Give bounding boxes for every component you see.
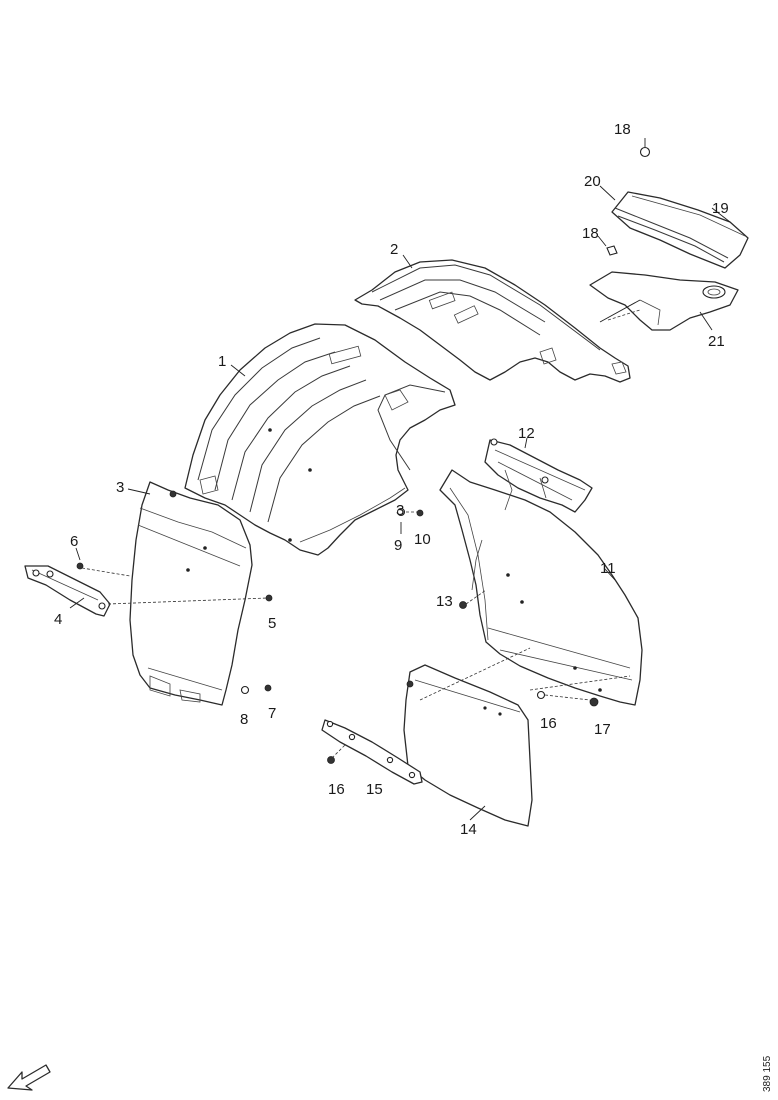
assembly-lines (81, 309, 641, 759)
washer-8 (240, 685, 250, 695)
bolt-7 (264, 684, 272, 692)
part-2-rear-fender (354, 259, 631, 383)
callout-labels: 1 2 3 3 4 5 6 7 8 9 10 11 12 13 14 15 16… (54, 121, 729, 838)
callout-21: 21 (708, 333, 725, 350)
callout-4: 4 (54, 611, 62, 628)
callout-18-mid: 18 (582, 225, 599, 242)
callout-8: 8 (240, 711, 248, 728)
part-14-lower-flap (403, 664, 533, 827)
callout-19: 19 (712, 200, 729, 217)
callout-9: 9 (394, 537, 402, 554)
part-12-mounting-bracket (484, 438, 593, 513)
callout-11: 11 (600, 560, 616, 577)
washer-3 (396, 507, 406, 517)
callout-5: 5 (268, 615, 276, 632)
part-4-bracket (24, 565, 111, 617)
washer-16-right (536, 690, 546, 700)
callout-15: 15 (366, 781, 383, 798)
washer-18-top (639, 146, 651, 158)
bolt-6 (76, 562, 84, 570)
arrow-down-left-icon (7, 1064, 51, 1091)
callout-2: 2 (390, 241, 398, 258)
part-15-clamp-bar (321, 719, 423, 785)
callout-6: 6 (70, 533, 78, 550)
part-21-top-plate (589, 271, 739, 331)
fastener-hardware (76, 146, 651, 764)
part-1-front-fender (184, 323, 456, 556)
callout-3-left: 3 (116, 479, 124, 496)
nut-10 (416, 509, 424, 517)
nut-5 (265, 594, 273, 602)
callout-10: 10 (414, 531, 431, 548)
nut-18-mid (606, 245, 618, 256)
nut-17 (589, 697, 599, 707)
callout-17: 17 (594, 721, 611, 738)
callout-13: 13 (436, 593, 453, 610)
bolt-13 (459, 601, 467, 609)
callout-16-right: 16 (540, 715, 557, 732)
callout-20: 20 (584, 173, 601, 190)
part-19-20-top-strip (611, 191, 749, 269)
part-3-front-mud-flap (129, 481, 253, 706)
callout-leaders (69, 138, 731, 821)
callout-14: 14 (460, 821, 477, 838)
part-11-rear-mud-flap (439, 469, 643, 706)
callout-3-right: 3 (396, 502, 404, 519)
document-reference: 389 155 (762, 1055, 773, 1092)
callout-18-top: 18 (614, 121, 631, 138)
callout-7: 7 (268, 705, 276, 722)
bolt-16-left (327, 756, 335, 764)
callout-1: 1 (218, 353, 226, 370)
callout-12: 12 (518, 425, 535, 442)
callout-16-left: 16 (328, 781, 345, 798)
